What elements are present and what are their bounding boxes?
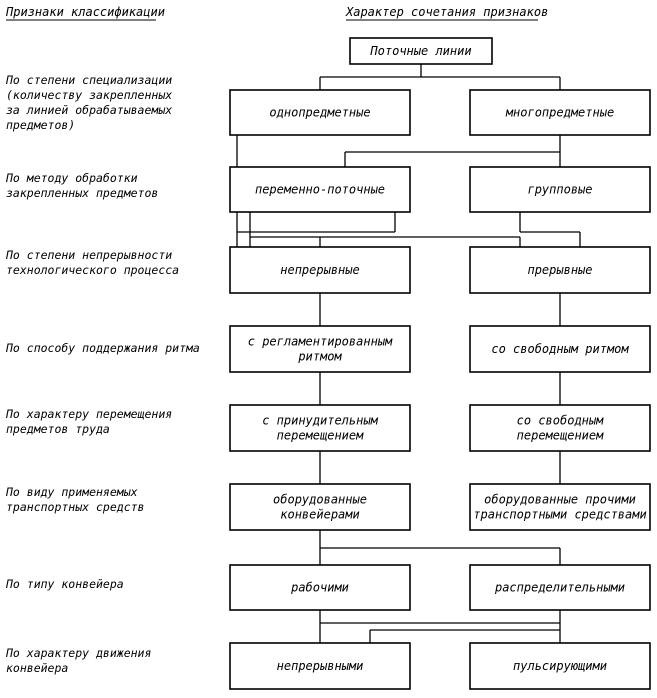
- criterion-label-1: По степени специализации(количеству закр…: [5, 73, 172, 132]
- box-right-2-label: групповые: [527, 183, 592, 197]
- criterion-line: По типу конвейера: [5, 577, 124, 591]
- box-left-3: непрерывные: [229, 246, 411, 294]
- box-left-8: непрерывными: [229, 642, 411, 690]
- criterion-line: предметов труда: [6, 422, 110, 436]
- criterion-line: технологического процесса: [6, 263, 179, 277]
- box-left-1-label: однопредметные: [269, 106, 370, 120]
- box-left-5-label: перемещением: [277, 429, 364, 443]
- criterion-line: (количеству закрепленных: [6, 88, 172, 102]
- box-left-8-label: непрерывными: [277, 659, 364, 673]
- box-right-3: прерывные: [469, 246, 651, 294]
- box-left-7-label: рабочими: [290, 581, 349, 595]
- criterion-line: По степени непрерывности: [5, 248, 172, 262]
- box-left-6-label: оборудованные: [273, 493, 367, 507]
- criterion-line: предметов): [6, 118, 75, 132]
- box-left-7: рабочими: [229, 564, 411, 611]
- feature-boxes: однопредметные многопредметные переменно-п…: [229, 89, 651, 690]
- box-right-1-label: многопредметные: [505, 106, 614, 120]
- header-combination-character: Характер сочетания признаков: [345, 5, 548, 19]
- root-box: Поточные линии: [349, 37, 493, 65]
- box-right-8-label: пульсирующими: [513, 659, 607, 673]
- criterion-line: за линией обрабатываемых: [6, 103, 172, 117]
- box-right-5-label: перемещением: [517, 429, 604, 443]
- criteria-labels: По степени специализации(количеству закр…: [5, 73, 200, 675]
- box-left-5-label: с принудительным: [262, 414, 378, 428]
- box-left-4-label: с регламентированным: [248, 335, 393, 349]
- box-right-7-label: распределительными: [494, 581, 625, 595]
- box-right-7: распределительными: [469, 564, 651, 611]
- criterion-line: По виду применяемых: [5, 485, 138, 499]
- box-right-3-label: прерывные: [527, 263, 592, 277]
- box-right-1: многопредметные: [469, 89, 651, 136]
- criterion-line: По методу обработки: [5, 171, 138, 185]
- box-left-3-label: непрерывные: [280, 263, 359, 277]
- box-right-2: групповые: [469, 166, 651, 213]
- box-right-6-label: оборудованные прочими: [484, 493, 636, 507]
- header-classification-criteria: Признаки классификации: [5, 5, 165, 19]
- box-left-2: переменно-поточные: [229, 166, 411, 213]
- criterion-line: конвейера: [6, 661, 68, 675]
- criterion-line: По степени специализации: [5, 73, 172, 87]
- root-label: Поточные линии: [369, 44, 471, 58]
- box-right-5-label: со свободным: [517, 414, 604, 428]
- box-left-4-label: ритмом: [297, 350, 342, 364]
- box-right-8: пульсирующими: [469, 642, 651, 690]
- criterion-label-7: По типу конвейера: [5, 577, 124, 591]
- box-left-6-label: конвейерами: [280, 508, 359, 522]
- box-right-4-label: со свободным ритмом: [491, 342, 629, 356]
- criterion-line: По характеру движения: [5, 646, 151, 660]
- box-right-6-label: транспортными средствами: [473, 508, 646, 522]
- criterion-line: транспортных средств: [6, 500, 144, 514]
- criterion-line: По способу поддержания ритма: [5, 341, 200, 355]
- box-left-2-label: переменно-поточные: [255, 183, 385, 197]
- box-right-4: со свободным ритмом: [469, 325, 651, 373]
- criterion-label-4: По способу поддержания ритма: [5, 341, 200, 355]
- criterion-line: закрепленных предметов: [6, 186, 158, 200]
- criterion-line: По характеру перемещения: [5, 407, 172, 421]
- box-left-1: однопредметные: [229, 89, 411, 136]
